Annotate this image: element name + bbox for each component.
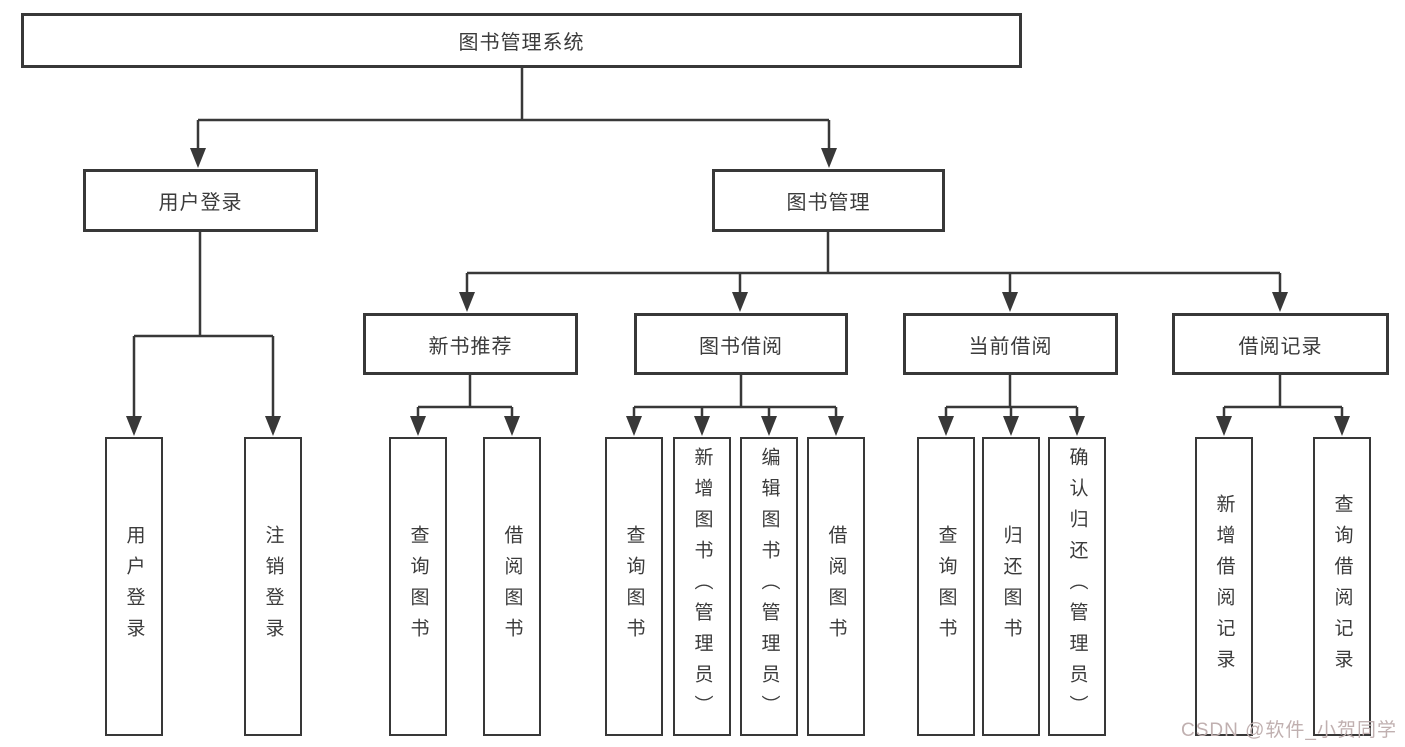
leaf-add-borrow-record: 新增借阅记录	[1195, 437, 1253, 736]
leaf-logout-label: 注销登录	[262, 524, 284, 649]
node-new-book-recommendation-label: 新书推荐	[428, 335, 513, 358]
node-book-borrowing: 图书借阅	[634, 313, 848, 375]
node-user-login-label: 用户登录	[158, 192, 243, 214]
node-current-borrowing: 当前借阅	[903, 313, 1118, 375]
leaf-user-login-label: 用户登录	[123, 524, 145, 649]
node-borrowing-records: 借阅记录	[1172, 313, 1389, 375]
leaf-query-books-recommend: 查询图书	[389, 437, 447, 736]
node-new-book-recommendation: 新书推荐	[363, 313, 578, 375]
leaf-return-book: 归还图书	[982, 437, 1040, 736]
leaf-edit-book-admin-label: 编辑图书（管理员）	[758, 447, 780, 726]
node-library-system-label: 图书管理系统	[458, 32, 585, 54]
leaf-confirm-return-admin: 确认归还（管理员）	[1048, 437, 1106, 736]
leaf-query-books-borrowing: 查询图书	[605, 437, 663, 736]
leaf-return-book-label: 归还图书	[1000, 524, 1022, 649]
node-book-management-label: 图书管理	[786, 192, 871, 214]
node-book-borrowing-label: 图书借阅	[699, 335, 783, 358]
watermark: CSDN @软件_小贺同学	[1181, 720, 1397, 741]
leaf-edit-book-admin: 编辑图书（管理员）	[740, 437, 798, 736]
node-user-login: 用户登录	[83, 169, 318, 232]
node-library-system: 图书管理系统	[21, 13, 1022, 68]
leaf-confirm-return-admin-label: 确认归还（管理员）	[1066, 447, 1088, 726]
node-current-borrowing-label: 当前借阅	[968, 335, 1053, 358]
leaf-add-book-admin-label: 新增图书（管理员）	[691, 447, 713, 726]
node-borrowing-records-label: 借阅记录	[1238, 335, 1323, 358]
leaf-query-borrow-record-label: 查询借阅记录	[1331, 493, 1353, 680]
leaf-borrow-books-borrowing: 借阅图书	[807, 437, 865, 736]
leaf-query-books-current-label: 查询图书	[935, 524, 957, 649]
leaf-query-borrow-record: 查询借阅记录	[1313, 437, 1371, 736]
leaf-add-borrow-record-label: 新增借阅记录	[1213, 493, 1235, 680]
node-book-management: 图书管理	[712, 169, 945, 232]
leaf-query-books-borrowing-label: 查询图书	[623, 524, 645, 649]
leaf-query-books-current: 查询图书	[917, 437, 975, 736]
leaf-borrow-books-recommend-label: 借阅图书	[501, 524, 523, 649]
arrowheads	[126, 148, 1350, 436]
leaf-query-books-recommend-label: 查询图书	[407, 524, 429, 649]
leaf-borrow-books-recommend: 借阅图书	[483, 437, 541, 736]
leaf-logout: 注销登录	[244, 437, 302, 736]
leaf-borrow-books-borrowing-label: 借阅图书	[825, 524, 847, 649]
leaf-user-login: 用户登录	[105, 437, 163, 736]
leaf-add-book-admin: 新增图书（管理员）	[673, 437, 731, 736]
